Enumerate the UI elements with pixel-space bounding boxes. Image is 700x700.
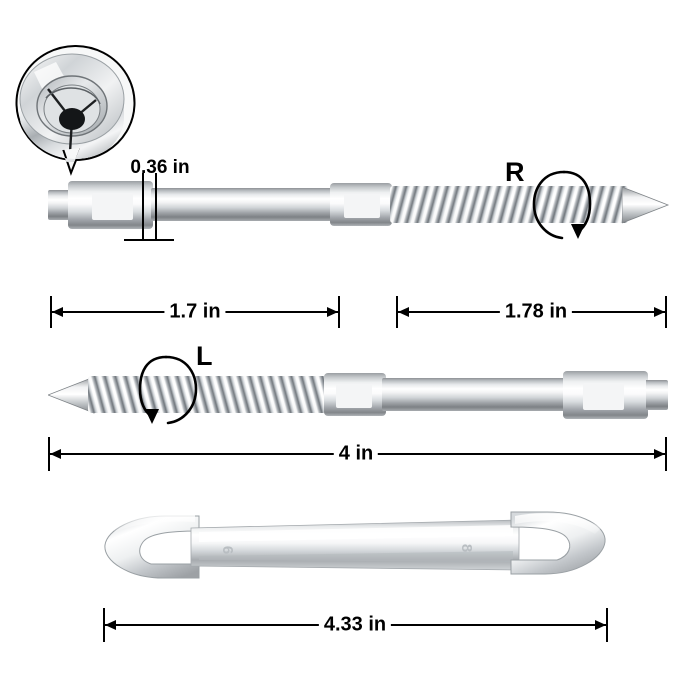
dim-17-arrow-left <box>52 307 63 317</box>
dim-17-label: 1.7 in <box>164 300 226 324</box>
dim-178-arrow-left <box>398 307 409 317</box>
dim-4-arrow-right <box>654 449 665 459</box>
dim-17-arrow-right <box>327 307 338 317</box>
label-right-hand-thread: R <box>505 157 525 187</box>
dim-178-tick-left <box>396 296 398 328</box>
dim-4-tick-left <box>48 437 50 471</box>
screw2-threads <box>88 376 326 413</box>
screw2-mid-hex-face <box>336 384 372 408</box>
screw2-hex-face <box>583 383 624 410</box>
double-open-end-wrench: 6 8 <box>95 498 615 593</box>
dim-4-label: 4 in <box>333 442 379 466</box>
screw1-shank <box>151 188 334 221</box>
dim-4-arrow-left <box>50 449 61 459</box>
dim-4-tick-right <box>665 437 667 471</box>
rotation-arrow-clockwise <box>532 170 592 240</box>
screw1-head-cap <box>48 190 70 220</box>
wrench-shaft <box>190 519 520 571</box>
dim-036-base <box>124 239 174 241</box>
dim-178-arrow-right <box>654 307 665 317</box>
dim-17-tick-right <box>338 296 340 328</box>
dim-433-arrow-left <box>105 620 116 630</box>
dim-178-label: 1.78 in <box>499 300 573 324</box>
dim-036-tick-left <box>142 173 144 241</box>
hex-socket-head-magnifier <box>10 42 140 177</box>
lag-screw-left-hand <box>48 360 668 430</box>
dim-433-tick-left <box>103 608 105 642</box>
dim-433-label: 4.33 in <box>318 613 392 637</box>
screw2-head-cap <box>646 380 668 410</box>
screw2-shank <box>382 378 565 411</box>
screw1-hex-face <box>92 193 133 220</box>
screw1-tip <box>622 186 670 224</box>
wrench-marking-right: 8 <box>458 544 475 552</box>
screw1-mid-hex-face <box>344 194 380 218</box>
dim-178-tick-right <box>665 296 667 328</box>
dim-433-tick-right <box>606 608 608 642</box>
label-left-hand-thread: L <box>196 341 213 371</box>
wrench-marking-left: 6 <box>219 546 236 554</box>
wrench-left-jaw <box>104 512 200 579</box>
wrench-right-jaw <box>510 511 606 575</box>
dim-036-label: 0.36 in <box>130 157 190 178</box>
dim-433-arrow-right <box>595 620 606 630</box>
dim-17-tick-left <box>50 296 52 328</box>
dim-036-tick-right <box>155 173 157 241</box>
rotation-arrow-counter-clockwise <box>138 355 198 425</box>
